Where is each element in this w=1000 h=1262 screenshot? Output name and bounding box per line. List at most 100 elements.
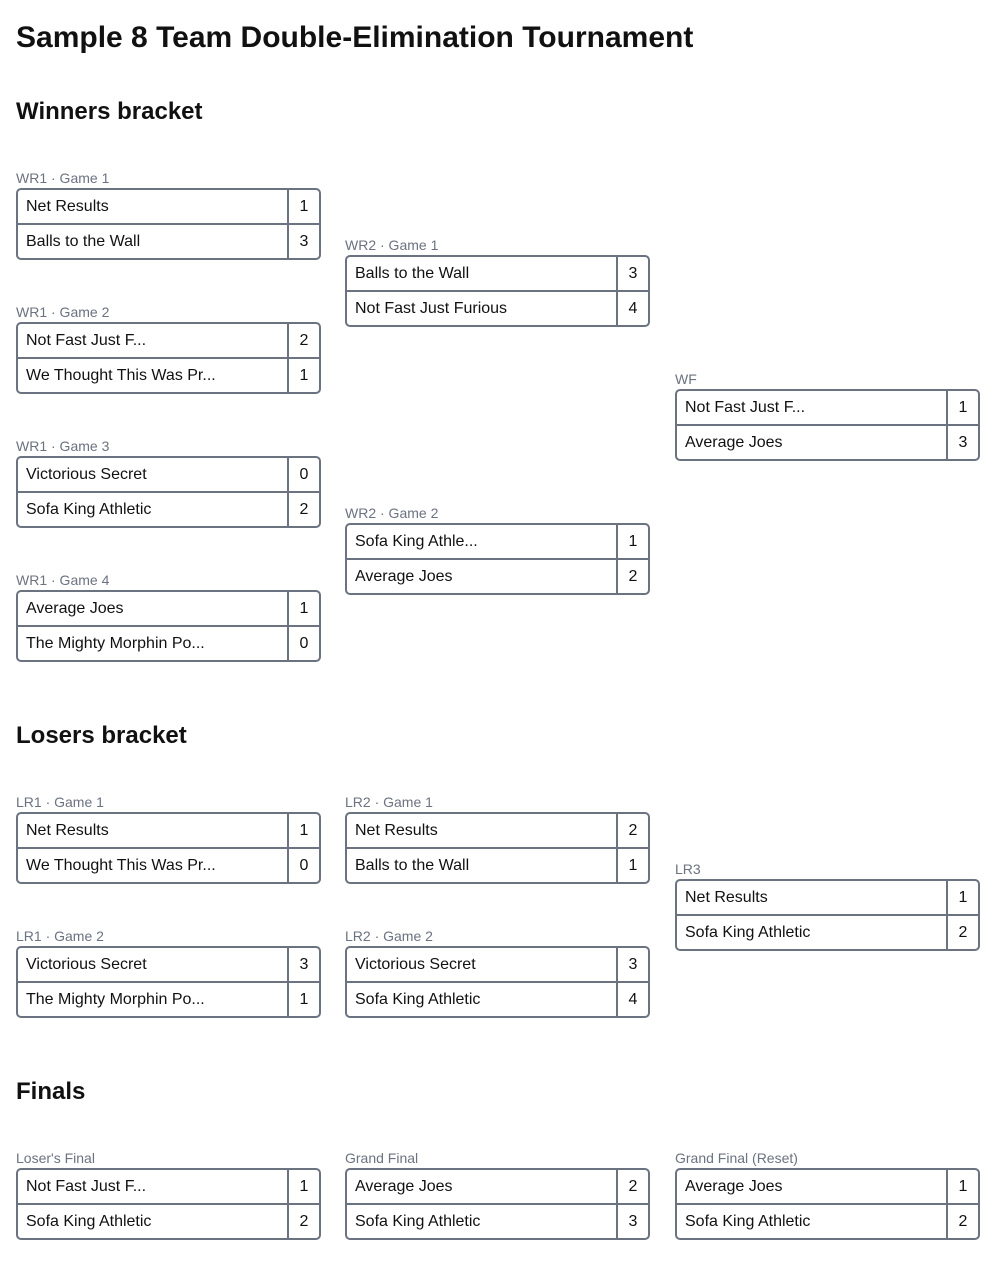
- match-label: WR1 · Game 2: [16, 304, 110, 320]
- team-score: 3: [616, 1205, 648, 1238]
- team-name: Net Results: [26, 822, 109, 839]
- match-label: LR1 · Game 1: [16, 794, 104, 810]
- team-score: 2: [946, 1205, 978, 1238]
- page-title: Sample 8 Team Double-Elimination Tournam…: [16, 21, 694, 54]
- team-row: Average Joes 1: [18, 592, 319, 625]
- team-name: Average Joes: [26, 600, 124, 617]
- team-name: Balls to the Wall: [26, 233, 141, 250]
- match-label: WR2 · Game 2: [345, 505, 439, 521]
- team-name: We Thought This Was Pr...: [26, 367, 216, 384]
- team-row: Not Fast Just F...1: [18, 1170, 319, 1203]
- match-label: Grand Final: [345, 1150, 419, 1166]
- team-name: Sofa King Athletic: [355, 1213, 481, 1230]
- team-score: 2: [616, 1170, 648, 1203]
- team-score: 1: [287, 592, 319, 625]
- team-name: Not Fast Just F...: [26, 1178, 147, 1195]
- team-row: Sofa King Athletic 2: [18, 1203, 319, 1238]
- team-score: 3: [616, 948, 648, 981]
- team-score: 1: [616, 849, 648, 882]
- team-name: Net Results: [355, 822, 438, 839]
- team-row: The Mighty Morphin Po... 0: [18, 625, 319, 660]
- team-name: Victorious Secret: [26, 956, 147, 973]
- match-label: Grand Final (Reset): [675, 1150, 798, 1166]
- team-score: 3: [287, 225, 319, 258]
- losers-bracket-heading: Losers bracket: [16, 722, 187, 749]
- team-row: Not Fast Just F... 1: [677, 391, 978, 424]
- team-row: Balls to the Wall 3: [18, 223, 319, 258]
- team-row: Net Results 1: [18, 190, 319, 223]
- winners-bracket-heading: Winners bracket: [16, 98, 203, 125]
- team-name: Average Joes: [685, 434, 783, 451]
- team-score: 0: [287, 627, 319, 660]
- team-score: 3: [946, 426, 978, 459]
- team-score: 0: [287, 849, 319, 882]
- team-row: We Thought This Was Pr... 1: [18, 357, 319, 392]
- team-score: 1: [287, 190, 319, 223]
- team-score: 2: [287, 493, 319, 526]
- team-name: Not Fast Just F...: [26, 332, 147, 349]
- team-score: 1: [946, 391, 978, 424]
- team-name: We Thought This Was Pr...: [26, 857, 216, 874]
- match-label: Loser's Final: [16, 1150, 95, 1166]
- team-name: Victorious Secret: [355, 956, 476, 973]
- match-label: LR1 · Game 2: [16, 928, 104, 944]
- team-name: Sofa King Athletic: [685, 924, 811, 941]
- team-name: Sofa King Athletic: [26, 501, 152, 518]
- team-row: The Mighty Morphin Po...1: [18, 981, 319, 1016]
- match-label: WF: [675, 371, 697, 387]
- match-label: WR1 · Game 3: [16, 438, 110, 454]
- team-row: Average Joes 3: [677, 424, 978, 459]
- match-label: LR2 · Game 1: [345, 794, 433, 810]
- team-score: 4: [616, 292, 648, 325]
- team-score: 1: [287, 359, 319, 392]
- match-label: LR3: [675, 861, 701, 877]
- team-name: Average Joes: [685, 1178, 783, 1195]
- team-score: 1: [616, 525, 648, 558]
- team-score: 1: [946, 881, 978, 914]
- match-label: WR2 · Game 1: [345, 237, 439, 253]
- match-label: WR1 · Game 4: [16, 572, 110, 588]
- team-score: 2: [287, 1205, 319, 1238]
- team-name: Sofa King Athle...: [355, 533, 478, 550]
- team-score: 2: [616, 560, 648, 593]
- team-row: We Thought This Was Pr... 0: [18, 847, 319, 882]
- team-name: Not Fast Just F...: [685, 399, 806, 416]
- team-score: 3: [616, 257, 648, 290]
- team-name: The Mighty Morphin Po...: [26, 635, 205, 652]
- team-row: Sofa King Athletic 2: [677, 1203, 978, 1238]
- team-name: Sofa King Athletic: [26, 1213, 152, 1230]
- team-name: Net Results: [26, 198, 109, 215]
- team-name: Sofa King Athletic: [685, 1213, 811, 1230]
- finals-heading: Finals: [16, 1078, 86, 1105]
